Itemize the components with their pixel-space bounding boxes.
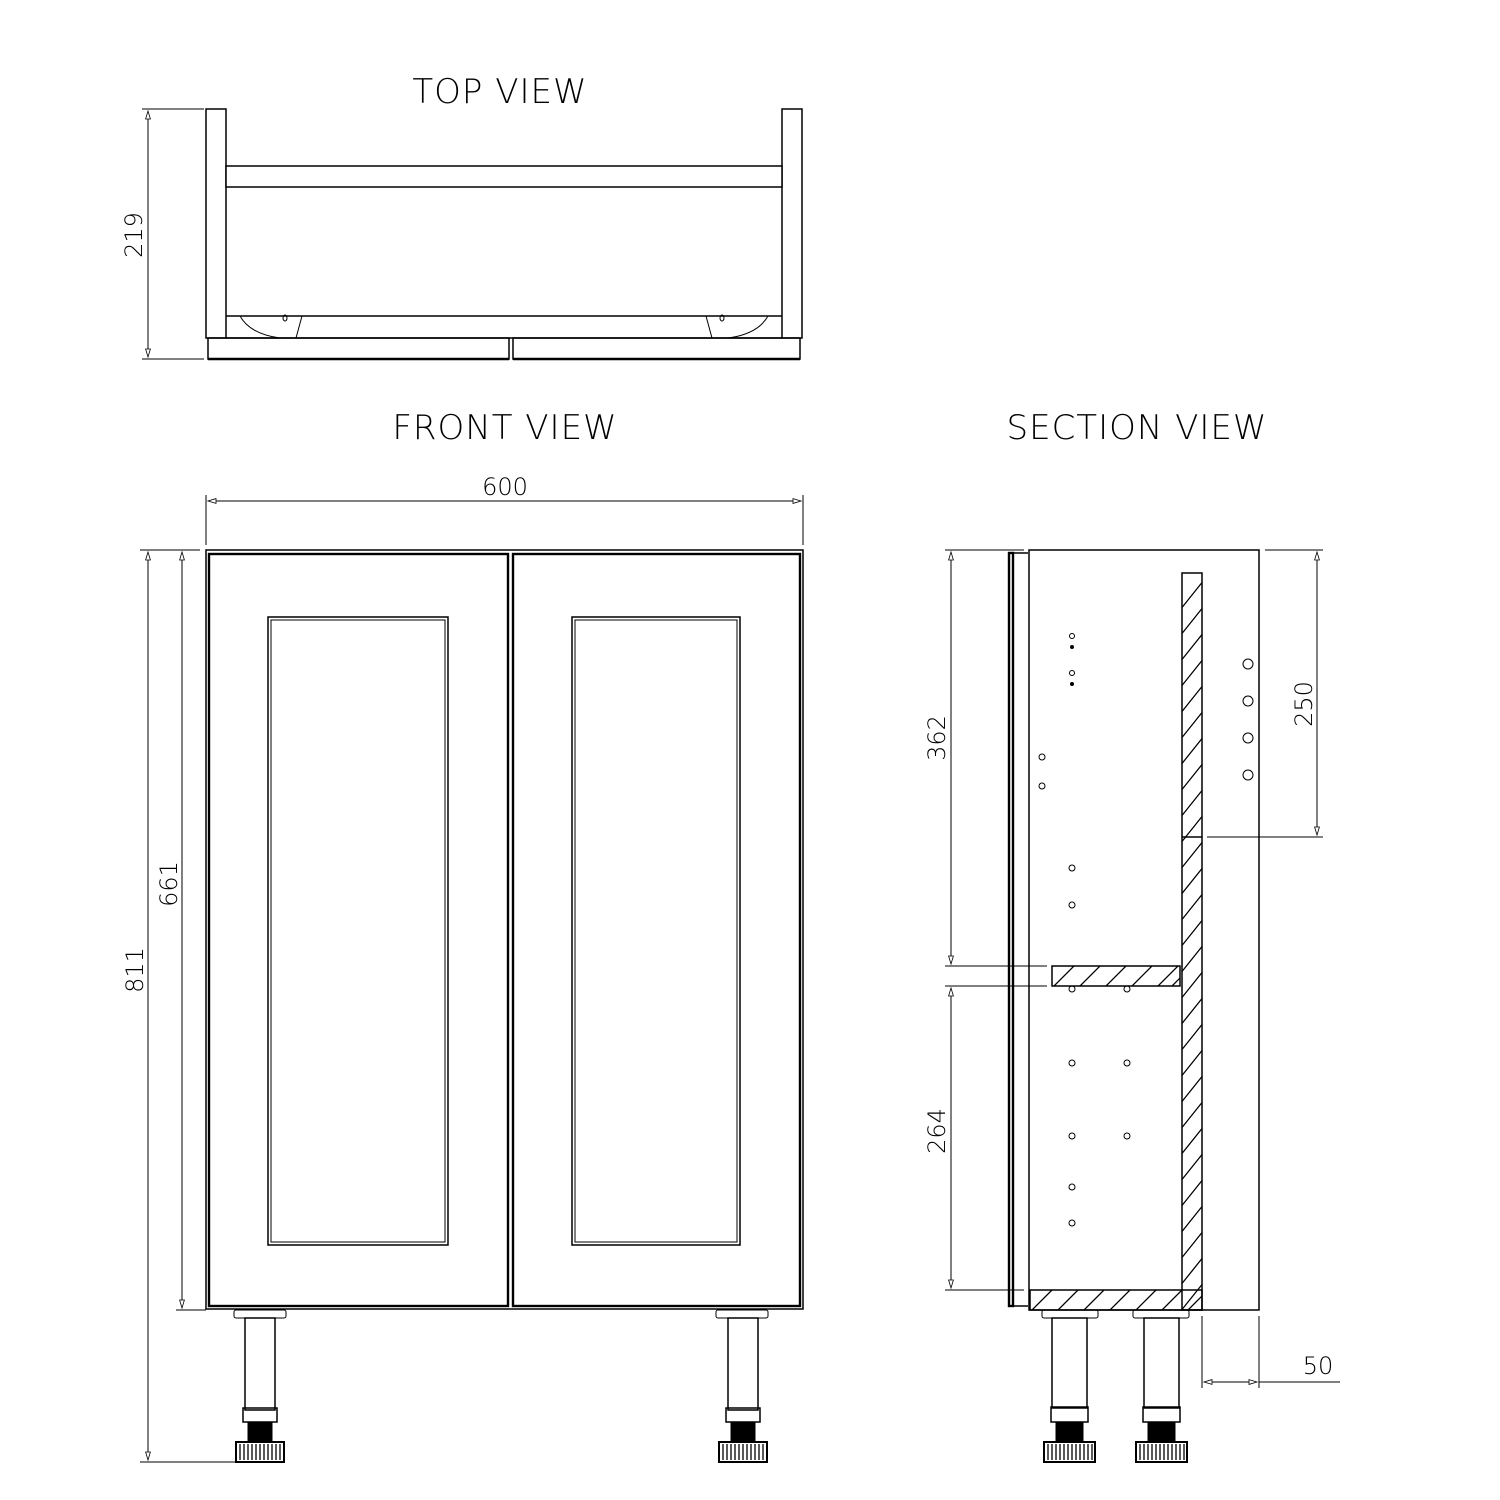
door-left-top (207, 337, 510, 360)
dim-section-lower: 264 (923, 1108, 951, 1154)
door-right-top (512, 337, 801, 360)
back-rail (225, 165, 783, 188)
door-left-panel (267, 616, 449, 1246)
dim-section-rail: 250 (1290, 681, 1318, 727)
dim-top-depth: 219 (120, 212, 148, 258)
section-side-panel (1028, 549, 1260, 1311)
dim-front-width: 600 (482, 473, 528, 501)
section-leg-back (1132, 1309, 1190, 1463)
carcass (205, 549, 804, 1310)
door-right-panel (571, 616, 741, 1246)
left-side-panel (205, 108, 227, 339)
leg-right (715, 1309, 769, 1463)
door-right (511, 552, 802, 1308)
shelf-section (1051, 965, 1181, 987)
section-view: SECTION VIEW (923, 408, 1340, 1463)
front-view: FRONT VIEW 600 (121, 408, 804, 1463)
right-side-panel (781, 108, 803, 339)
section-leg-front (1041, 1309, 1099, 1463)
hinge-right (705, 315, 769, 339)
door-left (207, 552, 510, 1308)
dim-section-offset: 50 (1303, 1352, 1334, 1380)
bottom-panel-section (1029, 1289, 1203, 1311)
dim-front-body-height: 661 (155, 861, 183, 907)
front-view-title: FRONT VIEW (392, 408, 617, 448)
section-view-title: SECTION VIEW (1007, 408, 1268, 448)
leg-left (233, 1309, 287, 1463)
dim-front-total-height: 811 (121, 947, 149, 993)
hinge-left (239, 315, 303, 339)
top-view-title: TOP VIEW (412, 72, 587, 112)
top-view: TOP VIEW 219 (120, 72, 803, 361)
dim-section-upper: 362 (923, 715, 951, 761)
system-holes (1038, 633, 1254, 1227)
